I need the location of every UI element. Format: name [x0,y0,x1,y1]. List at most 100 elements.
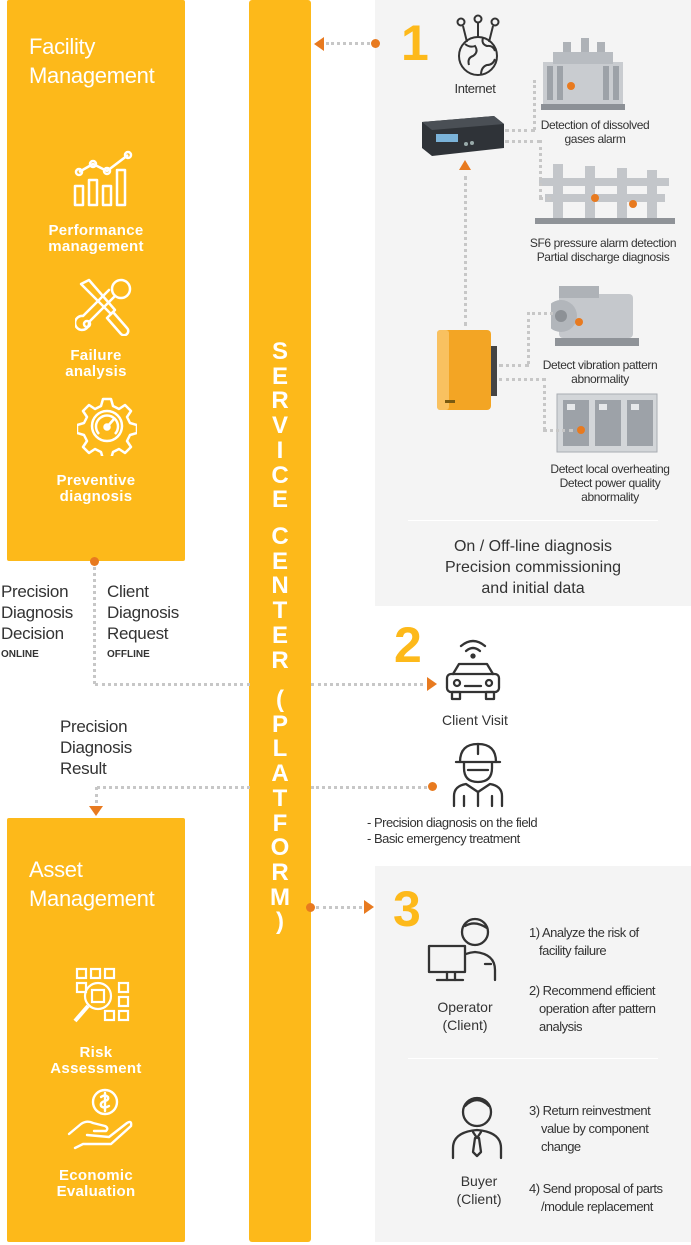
connector-line [326,42,370,45]
field-item-1: - Precision diagnosis on the field [367,815,538,830]
sf6-line1: SF6 pressure alarm detection [529,236,677,250]
operator-item1-line1: 1) Analyze the risk of [529,925,639,940]
decision-line2: Diagnosis [1,603,73,622]
section2-number: 2 [394,617,422,673]
service-letter: R [271,387,289,415]
sensor-box-image [437,330,497,410]
buyer-line2: (Client) [456,1191,502,1207]
connector-dot [428,782,437,791]
bar-chart-growth-icon [73,150,133,207]
divider [408,1058,658,1059]
summary-line3: and initial data [481,580,585,597]
connector-line [543,378,546,430]
dga-line2: gases alarm [564,132,626,146]
connector-dot [90,557,99,566]
connector-line [499,378,545,381]
decision-line1: Precision [1,582,69,601]
sf6-line2: Partial discharge diagnosis [536,250,670,264]
performance-label-line1: Performance [48,222,144,239]
overheat-line1: Detect local overheating [550,462,670,476]
connector-line [539,197,551,200]
operator-item2-line2: operation after pattern [539,1001,656,1016]
performance-label-line2: management [48,238,144,255]
connector-line [464,176,467,326]
client-visit-label: Client Visit [442,712,508,728]
buyer-item3-line1: 3) Return reinvestment [529,1103,651,1118]
platform-letter: A [271,760,289,788]
transformer-image [541,38,625,110]
gear-gauge-icon [77,397,137,456]
platform-letter: F [272,809,288,837]
control-panel-image [556,393,658,453]
connector-line [97,786,250,789]
facility-title-line1: Facility [29,34,96,59]
vibration-line1: Detect vibration pattern [542,358,658,372]
platform-letter: O [270,834,290,862]
arrow-head-up [459,160,471,170]
request-line1: Client [107,582,149,601]
connector-line [316,906,362,909]
service-letter: V [271,412,288,440]
platform-letter: P [271,710,288,738]
request-line2: Diagnosis [107,603,179,622]
section1-panel: 1 Internet Detection of dissolved gases … [375,0,691,606]
platform-letter: T [272,784,288,812]
preventive-label-line2: diagnosis [59,488,133,505]
service-letter: E [271,486,288,514]
failure-label-line2: analysis [65,363,127,380]
platform-letter: R [271,858,289,886]
operator-line2: (Client) [442,1017,488,1033]
center-letter: N [271,572,289,600]
service-letter: C [271,461,289,489]
connector-line [527,312,530,364]
platform-letter: ( [276,686,284,713]
arrow-head-right [427,677,437,691]
arrow-head-down [89,806,103,816]
center-letter: R [271,646,289,674]
buyer-item4-line2: /module replacement [541,1199,653,1214]
globe-network-icon [456,14,500,76]
operator-item2-line3: analysis [539,1019,582,1034]
connector-line [543,429,573,432]
overheat-line2: Detect power quality [559,476,661,490]
divider [408,520,658,521]
risk-label-line2: Assessment [50,1060,142,1077]
connector-line [311,683,423,686]
gis-switchgear-image [535,164,675,224]
hand-coin-icon [67,1088,133,1150]
result-line2: Diagnosis [60,738,132,757]
section3-number: 3 [393,881,421,937]
center-letter: E [271,621,288,649]
buyer-item3-line2: value by component [541,1121,649,1136]
buyer-line1: Buyer [460,1173,498,1189]
service-letter: E [271,362,288,390]
request-line3: Request [107,624,169,643]
connector-line [499,364,529,367]
connector-dot [371,39,380,48]
wrench-screwdriver-icon [75,278,132,336]
connector-line [95,683,250,686]
center-letter: E [271,547,288,575]
online-tag: ONLINE [1,649,39,660]
summary-line2: Precision commissioning [444,559,622,576]
result-line1: Precision [60,717,128,736]
service-letter: S [271,338,288,365]
motor-image [551,286,639,346]
service-letter: I [276,436,284,464]
section3-panel: 3 Operator (Client) 1) Analyze the risk … [375,866,691,1242]
vibration-line2: abnormality [571,372,629,386]
offline-tag: OFFLINE [107,649,150,660]
connector-line [539,140,542,198]
connector-line [311,786,427,789]
preventive-label-line1: Preventive [56,472,136,489]
car-wifi-icon [445,639,501,701]
facility-management-panel: Facility Management Performance manageme… [7,0,185,561]
connector-line [527,312,553,315]
section1-number: 1 [401,15,429,71]
service-center-bar: S E R V I C E C E N T E R ( P L A T F O … [249,0,311,1242]
operator-line1: Operator [437,999,493,1015]
facility-title-line2: Management [29,63,155,88]
asset-management-panel: Asset Management Risk Assessment Economi… [7,818,185,1242]
grid-magnifier-icon [73,967,130,1023]
asset-title-line1: Asset [29,857,83,882]
